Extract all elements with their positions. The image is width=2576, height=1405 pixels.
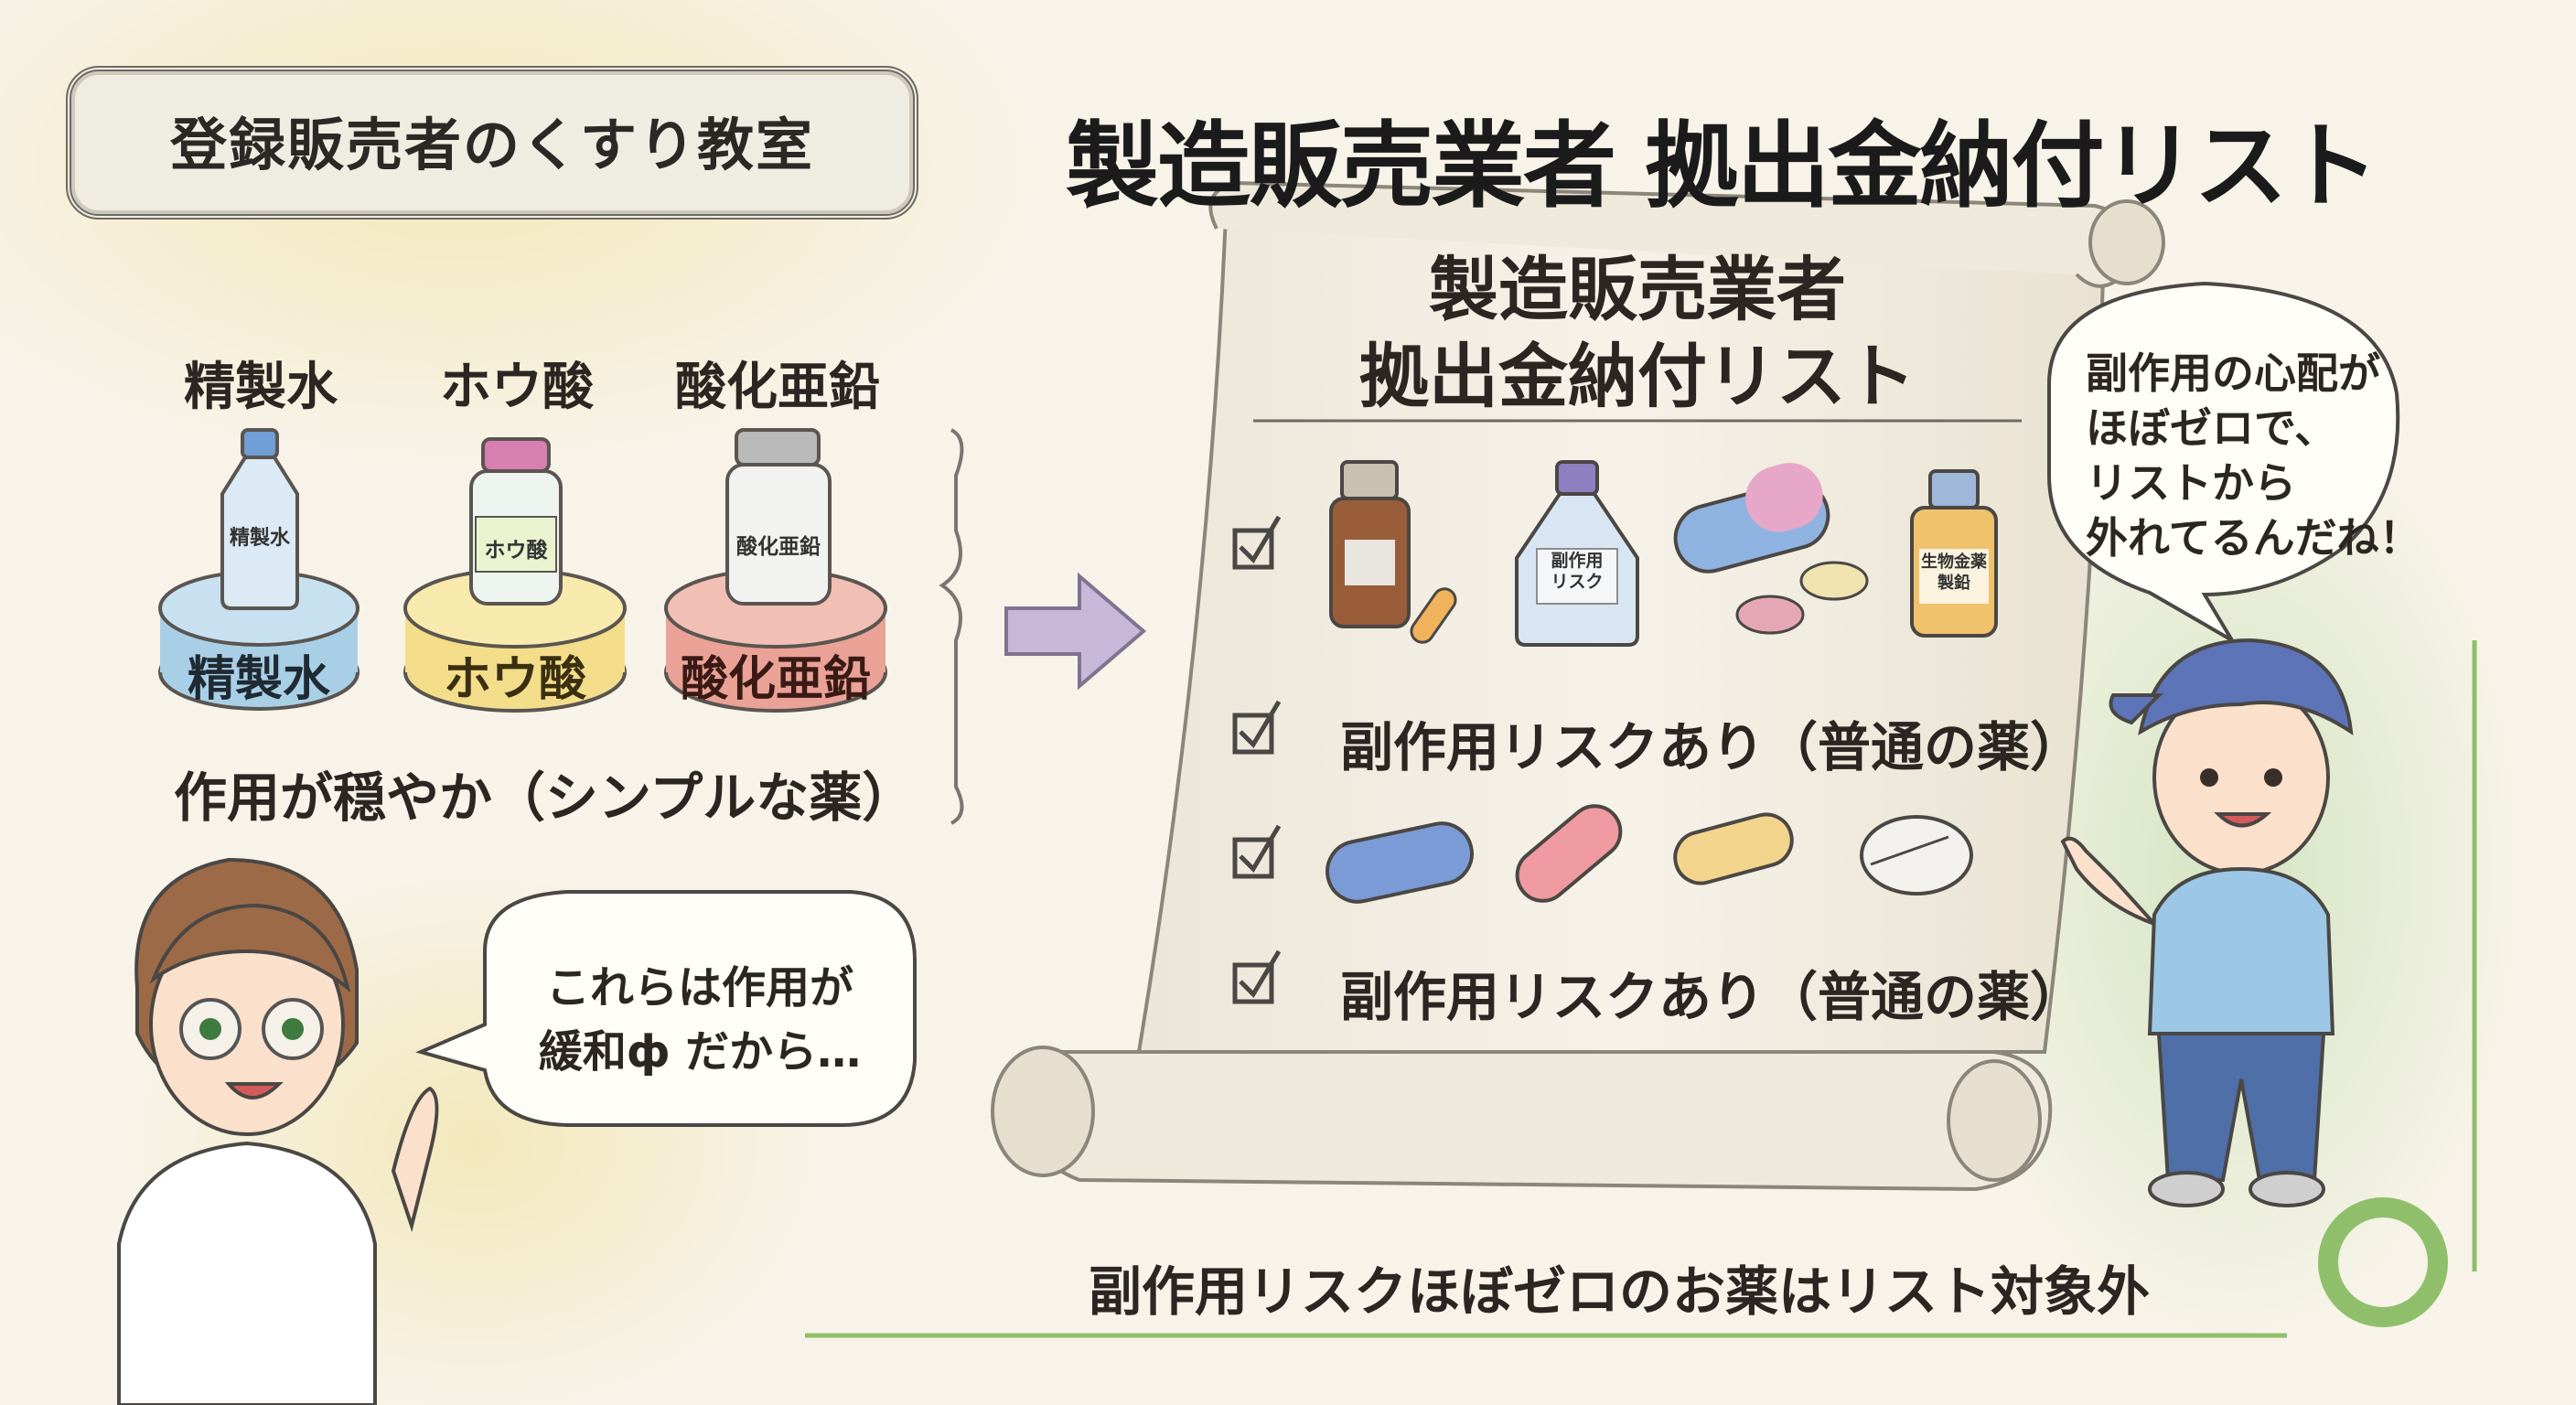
left-bottle-label-1: 精製水 (229, 527, 290, 550)
scroll-title-line1: 製造販売業者 (1429, 249, 1846, 330)
badge-label: 登録販売者のくすり教室 (169, 112, 814, 178)
left-base-label-2: ホウ酸 (443, 652, 586, 707)
footer-caption: 副作用リスクほぼゼロのお薬はリスト対象外 (1089, 1260, 2151, 1323)
row1-medicines (1329, 460, 1998, 647)
boy-bubble-line3: リストから (2086, 458, 2296, 508)
left-pedestals (158, 568, 887, 713)
medicine-label-bio: 生物金薬 製鉛 (1921, 552, 1987, 593)
main-title: 製造販売業者 拠出金納付リスト (1066, 113, 2379, 221)
left-bottle-label-3: 酸化亜鉛 (736, 535, 821, 559)
scroll-title-line2: 拠出金納付リスト (1359, 336, 1916, 417)
medicine-label-risk: 副作用 リスク (1551, 551, 1604, 592)
arrow-right-icon (1004, 572, 1147, 691)
left-top-label-1: 精製水 (184, 358, 338, 417)
ok-circle-icon (2318, 1197, 2448, 1327)
row2-text: 副作用リスクあり（普通の薬） (1340, 716, 2084, 778)
teacher-bubble-line2: 緩和ф だから… (538, 1026, 862, 1078)
left-caption: 作用が穏やか（シンプルな薬） (174, 767, 916, 829)
boy-speech-bubble (2047, 281, 2400, 646)
boy-bubble-line2: ほぼゼロで、 (2086, 403, 2337, 453)
left-top-label-2: ホウ酸 (440, 358, 594, 417)
teacher-character (117, 857, 439, 1405)
teacher-bubble-line1: これらは作用が (545, 962, 853, 1014)
left-bottles (220, 428, 832, 610)
left-bottle-label-2: ホウ酸 (484, 539, 548, 563)
boy-bubble-line1: 副作用の心配が (2086, 349, 2380, 398)
boy-character (2060, 638, 2354, 1207)
teacher-speech-bubble (415, 890, 917, 1127)
boy-bubble-line4: 外れてるんだね！ (2086, 513, 2421, 563)
badge-frame (66, 66, 918, 220)
checkbox-icons (1232, 515, 1282, 1004)
left-base-label-3: 酸化亜鉛 (680, 652, 871, 707)
bracket-divider (939, 428, 964, 825)
left-base-label-1: 精製水 (187, 652, 330, 707)
left-top-label-3: 酸化亜鉛 (675, 358, 880, 417)
row3-pills (1326, 804, 1973, 904)
row4-text: 副作用リスクあり（普通の薬） (1340, 966, 2084, 1028)
